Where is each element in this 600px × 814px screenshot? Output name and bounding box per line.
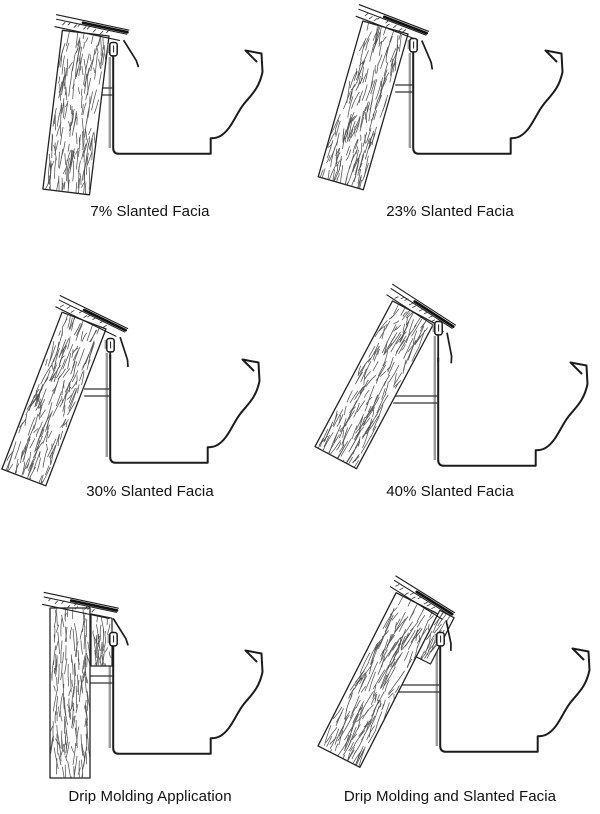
spacer-block bbox=[90, 675, 113, 684]
gutter-profile bbox=[112, 645, 264, 755]
roof-deck bbox=[54, 14, 140, 68]
wood-grain bbox=[417, 610, 452, 664]
roof-deck bbox=[355, 4, 434, 70]
fascia-board bbox=[317, 20, 409, 191]
gutter-hanger-clip bbox=[104, 337, 115, 353]
figure-caption: 40% Slanted Facia bbox=[386, 483, 514, 500]
diagram-drip-molding-slanted-facia bbox=[317, 575, 591, 768]
drip-edge-flashing bbox=[112, 617, 129, 646]
gutter-hanger-clip bbox=[432, 320, 443, 336]
wood-grain bbox=[92, 614, 112, 666]
fascia-board bbox=[314, 300, 435, 470]
gutter-profile bbox=[437, 357, 589, 467]
fascia-board bbox=[42, 29, 110, 196]
figure-caption: 30% Slanted Facia bbox=[86, 483, 214, 500]
figure-caption: Drip Molding and Slanted Facia bbox=[343, 788, 557, 805]
gutter-profile bbox=[439, 643, 591, 753]
diagram-drip-molding bbox=[42, 591, 264, 779]
gutter-profile bbox=[412, 45, 564, 155]
fascia-board bbox=[1, 311, 107, 487]
spacer-block bbox=[395, 84, 413, 93]
spacer-block bbox=[393, 395, 438, 404]
drip-molding bbox=[90, 613, 113, 667]
wood-grain bbox=[318, 21, 402, 190]
roof-deck bbox=[42, 591, 129, 646]
fascia-board bbox=[49, 607, 91, 779]
diagram-7pct-slanted-facia bbox=[42, 14, 264, 196]
figure-40pct-slanted-facia: 40% Slanted Facia bbox=[300, 271, 600, 542]
diagram-30pct-slanted-facia bbox=[1, 295, 261, 487]
gutter-hanger-clip bbox=[434, 631, 445, 647]
figure-7pct-slanted-facia: 7% Slanted Facia bbox=[0, 0, 300, 271]
figure-drip-molding-slanted-facia: Drip Molding and Slanted Facia bbox=[300, 542, 600, 814]
gutter-profile bbox=[109, 354, 261, 464]
spacer-block bbox=[84, 388, 110, 397]
wood-grain bbox=[322, 594, 434, 768]
figure-caption: 23% Slanted Facia bbox=[386, 203, 514, 220]
fascia-board bbox=[317, 592, 439, 768]
figure-drip-molding: Drip Molding Application bbox=[0, 542, 300, 814]
figure-30pct-slanted-facia: 30% Slanted Facia bbox=[0, 271, 300, 542]
gutter-profile bbox=[112, 45, 264, 155]
gutter-hanger-clip bbox=[107, 41, 118, 57]
drip-edge-flashing bbox=[119, 336, 129, 367]
drip-edge-flashing bbox=[122, 39, 140, 68]
gutter-back-apron bbox=[408, 53, 412, 148]
diagram-23pct-slanted-facia bbox=[317, 4, 564, 191]
roof-deck bbox=[386, 283, 457, 364]
figure-23pct-slanted-facia: 23% Slanted Facia bbox=[300, 0, 600, 271]
wood-grain bbox=[45, 30, 106, 195]
figure-caption: 7% Slanted Facia bbox=[90, 203, 210, 220]
roof-deck bbox=[389, 575, 455, 651]
wood-grain bbox=[316, 302, 429, 469]
drip-edge-flashing bbox=[421, 40, 434, 70]
drip-edge-flashing bbox=[445, 620, 452, 651]
roof-deck bbox=[55, 295, 129, 367]
gutter-hanger-clip bbox=[407, 37, 418, 53]
figure-caption: Drip Molding Application bbox=[68, 788, 232, 805]
diagram-40pct-slanted-facia bbox=[314, 283, 589, 470]
drip-edge-flashing bbox=[446, 332, 453, 364]
wood-grain bbox=[50, 608, 90, 778]
gutter-hanger-clip bbox=[107, 631, 118, 647]
